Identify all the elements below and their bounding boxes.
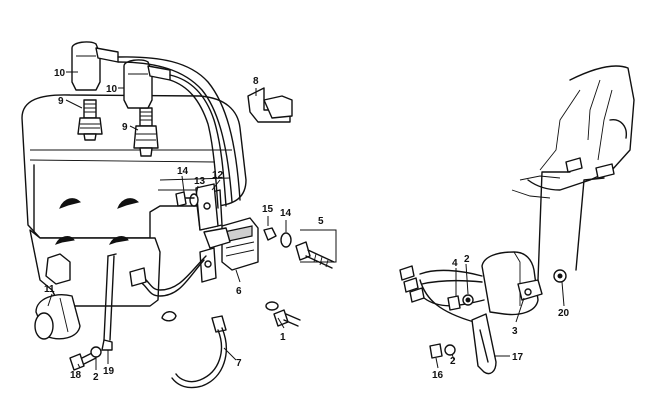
- coil-harness: [129, 255, 207, 297]
- bracket-8: [247, 87, 293, 123]
- nut-16: [429, 343, 443, 359]
- callout-7: 7: [236, 358, 242, 369]
- washer-14-right: [280, 232, 292, 248]
- washer-2-upper: [462, 294, 474, 306]
- frame-chassis: [511, 65, 635, 199]
- callout-numbers: 10 10 9 9 8 14 13 12 15 14 5 6 1 7 11 18…: [44, 68, 570, 383]
- callout-19: 19: [103, 366, 115, 377]
- callout-box-5: [300, 229, 337, 263]
- callout-5: 5: [318, 216, 324, 227]
- washer-2-left: [90, 346, 102, 358]
- callout-2b: 2: [464, 254, 470, 265]
- frame-studs: [537, 157, 615, 281]
- callout-16: 16: [432, 370, 444, 381]
- callout-10a: 10: [54, 68, 66, 79]
- callout-1: 1: [280, 332, 286, 343]
- washer-13: [189, 193, 199, 207]
- strap-17: [471, 313, 497, 375]
- nut-4: [447, 295, 461, 311]
- callout-4: 4: [452, 258, 458, 269]
- ignition-coil-6: [199, 217, 259, 283]
- callout-2a: 2: [93, 372, 99, 383]
- cylinder-11: [34, 294, 81, 340]
- callout-12: 12: [212, 170, 224, 181]
- leader-lines: [47, 71, 565, 370]
- callout-6: 6: [236, 286, 242, 297]
- regulator-harness: [399, 265, 485, 323]
- callout-9b: 9: [122, 122, 128, 133]
- callout-18: 18: [70, 370, 82, 381]
- bolt-1: [273, 309, 301, 327]
- callout-20: 20: [558, 308, 570, 319]
- washer-1: [265, 301, 279, 311]
- callout-17: 17: [512, 352, 524, 363]
- bolt-5: [295, 241, 335, 269]
- spark-plug-1: [77, 99, 103, 141]
- callout-2c: 2: [450, 356, 456, 367]
- spark-plug-cap-2: [123, 59, 171, 109]
- screw-14-left: [175, 191, 195, 207]
- callout-11: 11: [44, 284, 55, 295]
- callout-14b: 14: [280, 208, 292, 219]
- callout-3: 3: [512, 326, 518, 337]
- strap-7: [171, 315, 227, 389]
- washer-20: [553, 269, 567, 283]
- washer-2-lower: [444, 344, 456, 356]
- regulator-3: [481, 251, 543, 316]
- callout-13: 13: [194, 176, 206, 187]
- callout-10b: 10: [106, 84, 118, 95]
- spark-plug-cap-1: [71, 41, 119, 91]
- callout-8: 8: [253, 76, 259, 87]
- callout-15: 15: [262, 204, 274, 215]
- callout-9a: 9: [58, 96, 64, 107]
- nut-15: [263, 227, 277, 241]
- mount-rod-19: [101, 253, 117, 351]
- coil-bracket-12: [195, 183, 219, 231]
- callout-14a: 14: [177, 166, 189, 177]
